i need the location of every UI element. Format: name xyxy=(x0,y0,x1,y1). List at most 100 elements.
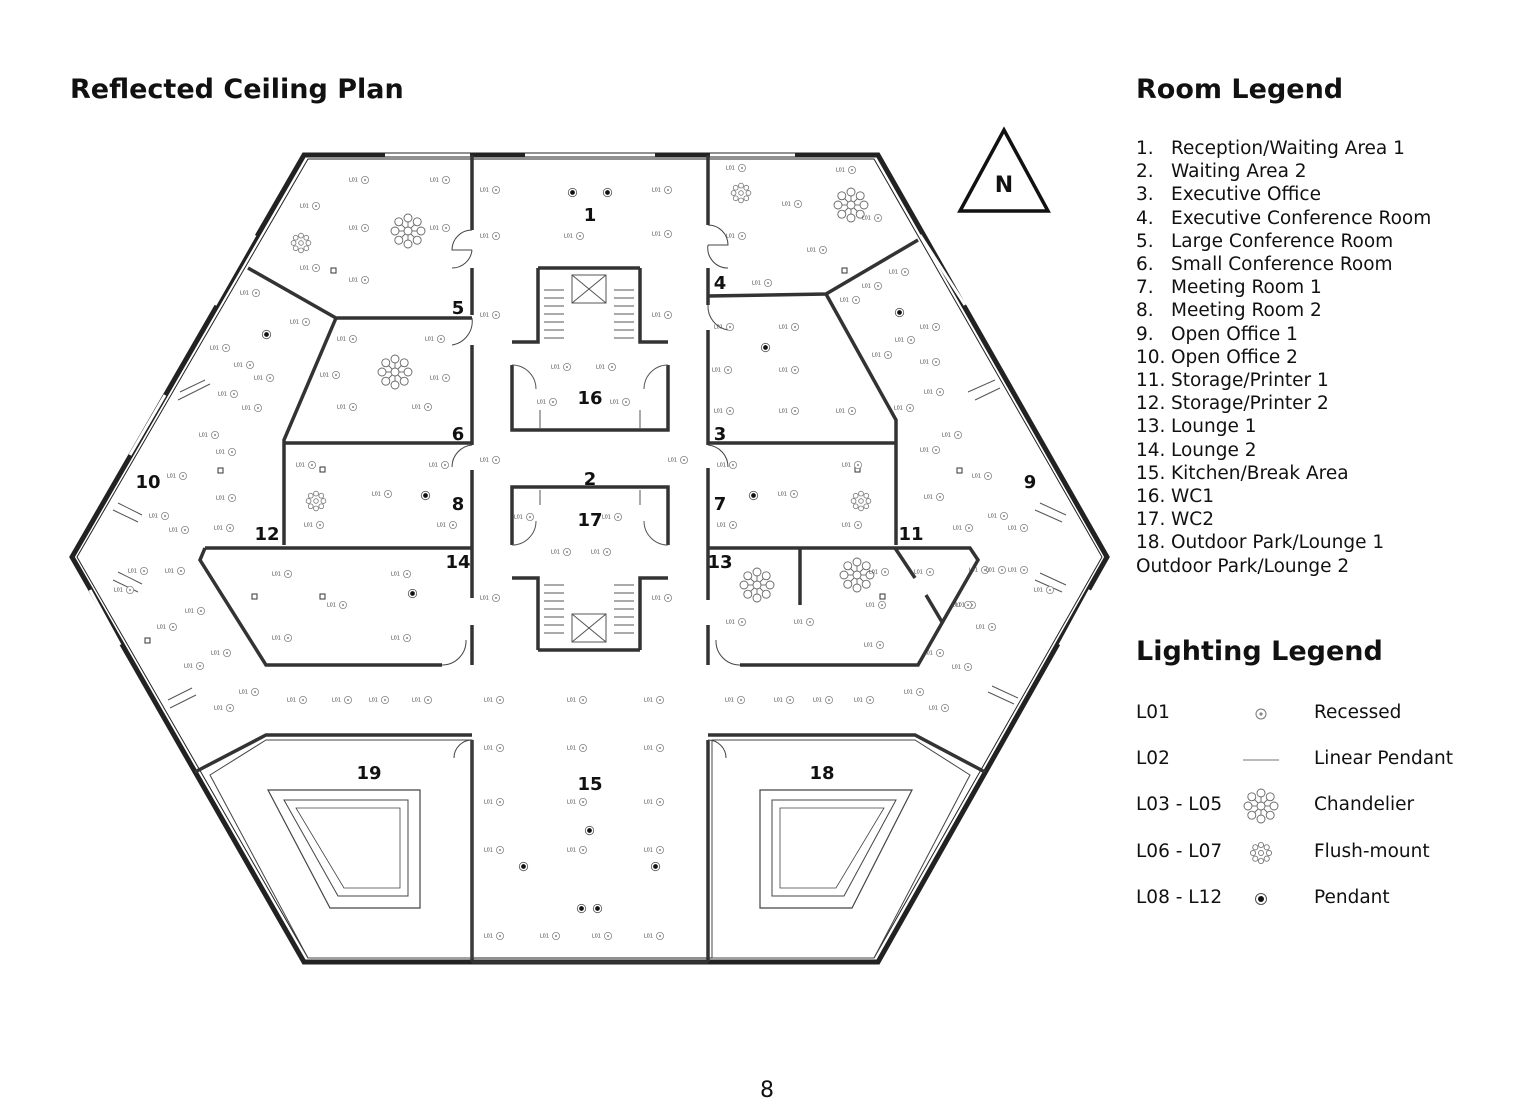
exterior-walls xyxy=(69,152,1110,965)
room-legend-list: 1.Reception/Waiting Area 1 2.Waiting Are… xyxy=(1136,137,1431,578)
window-marks xyxy=(88,153,1092,646)
room-legend-item: 15.Kitchen/Break Area xyxy=(1136,462,1349,484)
fixture-code-label: L01 xyxy=(216,496,225,502)
fixture-code-label: L01 xyxy=(369,698,378,704)
fixture-code-label: L01 xyxy=(412,698,421,704)
fixture-code-label: L01 xyxy=(430,376,439,382)
fixture-code-label: L01 xyxy=(610,400,619,406)
recessed-light: L01 xyxy=(429,460,449,469)
fixture-code-label: L01 xyxy=(218,392,227,398)
fixture-code-label: L01 xyxy=(864,643,873,649)
recessed-light: L01 xyxy=(862,281,883,290)
recessed-light: L01 xyxy=(337,402,357,411)
linear-pendants xyxy=(112,379,1067,709)
recessed-light: L01 xyxy=(337,334,357,343)
recessed-light: L01 xyxy=(480,594,500,603)
room-tags: 1 2 3 4 5 6 7 8 9 10 11 12 13 14 15 16 1… xyxy=(135,205,1036,795)
interior-walls xyxy=(194,155,986,964)
flush-mount-icon xyxy=(1249,841,1273,865)
fixture-code-label: L01 xyxy=(320,373,329,379)
fixture-code-label: L01 xyxy=(484,698,493,704)
fixture-code-label: L01 xyxy=(840,298,849,304)
fixture-code-label: L01 xyxy=(592,934,601,940)
recessed-light: L01 xyxy=(391,570,411,579)
recessed-light: L01 xyxy=(869,568,890,577)
fixture-code-label: L01 xyxy=(914,570,923,576)
recessed-light: L01 xyxy=(218,389,238,398)
recessed-light: L01 xyxy=(199,430,219,439)
recessed-light: L01 xyxy=(480,310,500,319)
fixture-code-label: L01 xyxy=(953,526,962,532)
recessed-light: L01 xyxy=(425,334,445,343)
fixture-code-label: L01 xyxy=(904,690,913,696)
recessed-light: L01 xyxy=(774,696,795,705)
fixture-code-label: L01 xyxy=(717,523,726,529)
recessed-light: L01 xyxy=(889,267,910,276)
fixture-code-label: L01 xyxy=(165,569,174,575)
fixture-code-label: L01 xyxy=(644,698,653,704)
recessed-light: L01 xyxy=(752,278,773,287)
fixture-code-label: L01 xyxy=(296,463,305,469)
recessed-light: L01 xyxy=(242,403,262,412)
recessed-light: L01 xyxy=(914,568,935,577)
recessed-light: L01 xyxy=(920,357,941,366)
fixture-code-label: L01 xyxy=(652,188,661,194)
room-tag-14: 14 xyxy=(445,552,470,573)
recessed-light: L01 xyxy=(349,175,369,184)
fixture-code-label: L01 xyxy=(836,409,845,415)
fixture-code-label: L01 xyxy=(216,450,225,456)
recessed-light: L01 xyxy=(929,704,950,713)
fixture-code-label: L01 xyxy=(714,409,723,415)
recessed-light: L01 xyxy=(114,586,135,595)
recessed-light: L01 xyxy=(157,623,177,632)
recessed-light: L01 xyxy=(537,397,558,406)
fixture-code-label: L01 xyxy=(976,625,985,631)
recessed-light: L01 xyxy=(840,295,861,304)
lighting-legend-row: L06 - L07 Flush-mount xyxy=(1136,837,1496,867)
recessed-light: L01 xyxy=(717,460,738,469)
recessed-light: L01 xyxy=(924,649,945,658)
fixture-code-label: L01 xyxy=(986,568,995,574)
room-legend-title: Room Legend xyxy=(1136,74,1344,105)
recessed-light: L01 xyxy=(644,846,665,855)
recessed-light: L01 xyxy=(430,373,450,382)
fixture-code-label: L01 xyxy=(644,848,653,854)
recessed-light: L01 xyxy=(185,607,205,616)
recessed-light: L01 xyxy=(540,932,561,941)
recessed-light: L01 xyxy=(920,322,941,331)
lighting-legend-title: Lighting Legend xyxy=(1136,636,1383,667)
fixture-code-label: L01 xyxy=(807,248,816,254)
recessed-light: L01 xyxy=(564,231,585,240)
north-label: N xyxy=(995,173,1013,198)
fixture-code-label: L01 xyxy=(254,376,263,382)
fixture-code-label: L01 xyxy=(242,406,251,412)
recessed-light: L01 xyxy=(214,704,234,713)
chandelier-icon xyxy=(1243,788,1279,824)
fixture-code-label: L01 xyxy=(210,346,219,352)
recessed-light: L01 xyxy=(652,229,673,238)
room-legend-item: 13.Lounge 1 xyxy=(1136,416,1257,438)
fixture-code-label: L01 xyxy=(551,550,560,556)
fixture-code-label: L01 xyxy=(567,800,576,806)
recessed-light: L01 xyxy=(349,223,369,232)
lighting-type: Linear Pendant xyxy=(1314,748,1454,769)
fixture-code-label: L01 xyxy=(304,523,313,529)
fixture-code-label: L01 xyxy=(602,515,611,521)
room-legend-item: 2.Waiting Area 2 xyxy=(1136,161,1307,183)
recessed-light: L01 xyxy=(920,445,941,454)
recessed-light: L01 xyxy=(327,601,347,610)
recessed-light: L01 xyxy=(300,263,320,272)
recessed-light: L01 xyxy=(480,185,500,194)
lighting-code: L08 - L12 xyxy=(1136,887,1223,908)
recessed-icon xyxy=(1255,708,1267,720)
fixture-code-label: L01 xyxy=(726,620,735,626)
recessed-light: L01 xyxy=(872,350,893,359)
room-tag-5: 5 xyxy=(452,298,465,319)
room-legend-item: 3.Executive Office xyxy=(1136,184,1321,206)
room-legend-item: 8.Meeting Room 2 xyxy=(1136,300,1322,322)
recessed-light: L01 xyxy=(904,688,925,697)
recessed-light: L01 xyxy=(480,455,500,464)
recessed-light: L01 xyxy=(551,362,572,371)
fixture-code-label: L01 xyxy=(199,433,208,439)
fixture-code-label: L01 xyxy=(540,934,549,940)
